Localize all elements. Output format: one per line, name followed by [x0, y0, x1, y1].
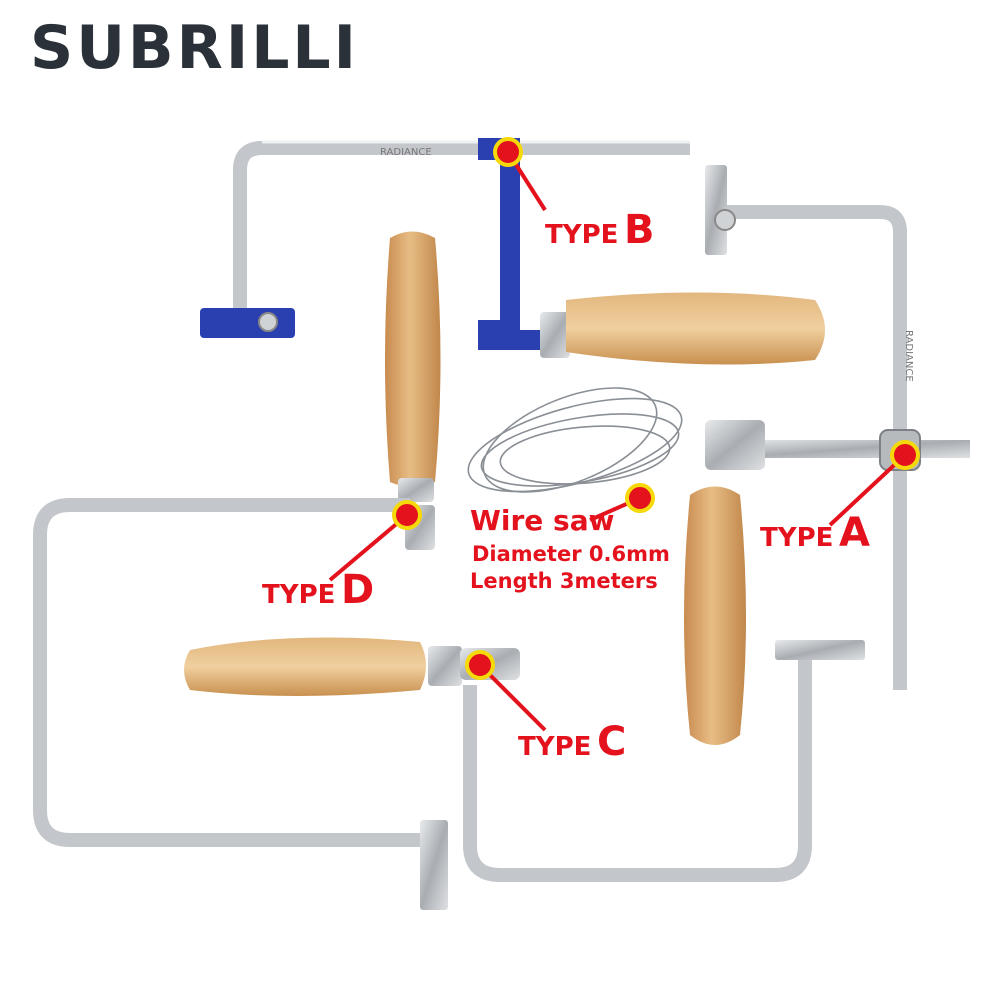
saw-frame-type-b: [200, 138, 825, 365]
label-type-c: TYPE C: [518, 722, 626, 762]
marker-type-c: [465, 650, 495, 680]
wood-handle: [184, 637, 426, 696]
engraving-type-b: RADIANCE: [380, 147, 432, 158]
label-type-a: TYPE A: [760, 513, 870, 553]
label-prefix: TYPE: [518, 732, 592, 762]
engraving-type-a: RADIANCE: [903, 330, 914, 382]
label-prefix: TYPE: [545, 220, 619, 250]
label-type-d: TYPE D: [262, 570, 374, 610]
marker-wire-saw: [625, 483, 655, 513]
wire-saw-title: Wire saw: [470, 504, 615, 537]
callout-markers: [328, 137, 920, 732]
label-type-b: TYPE B: [545, 210, 654, 250]
marker-type-a: [890, 440, 920, 470]
label-letter: B: [623, 207, 655, 253]
label-letter: A: [838, 510, 870, 556]
brand-logo: SUBRILLI: [30, 13, 359, 83]
wood-handle: [566, 292, 825, 365]
wire-saw-coil: [467, 387, 683, 493]
blue-tension-bracket: [478, 138, 545, 350]
label-letter: C: [596, 719, 627, 765]
marker-type-b: [493, 137, 523, 167]
wood-handle: [385, 231, 441, 487]
label-letter: D: [340, 567, 375, 613]
wire-saw-diameter: Diameter 0.6mm: [472, 542, 670, 566]
wire-saw-length: Length 3meters: [470, 569, 658, 593]
wood-handle: [684, 486, 746, 745]
label-prefix: TYPE: [760, 523, 834, 553]
label-prefix: TYPE: [262, 580, 336, 610]
marker-type-d: [392, 500, 422, 530]
